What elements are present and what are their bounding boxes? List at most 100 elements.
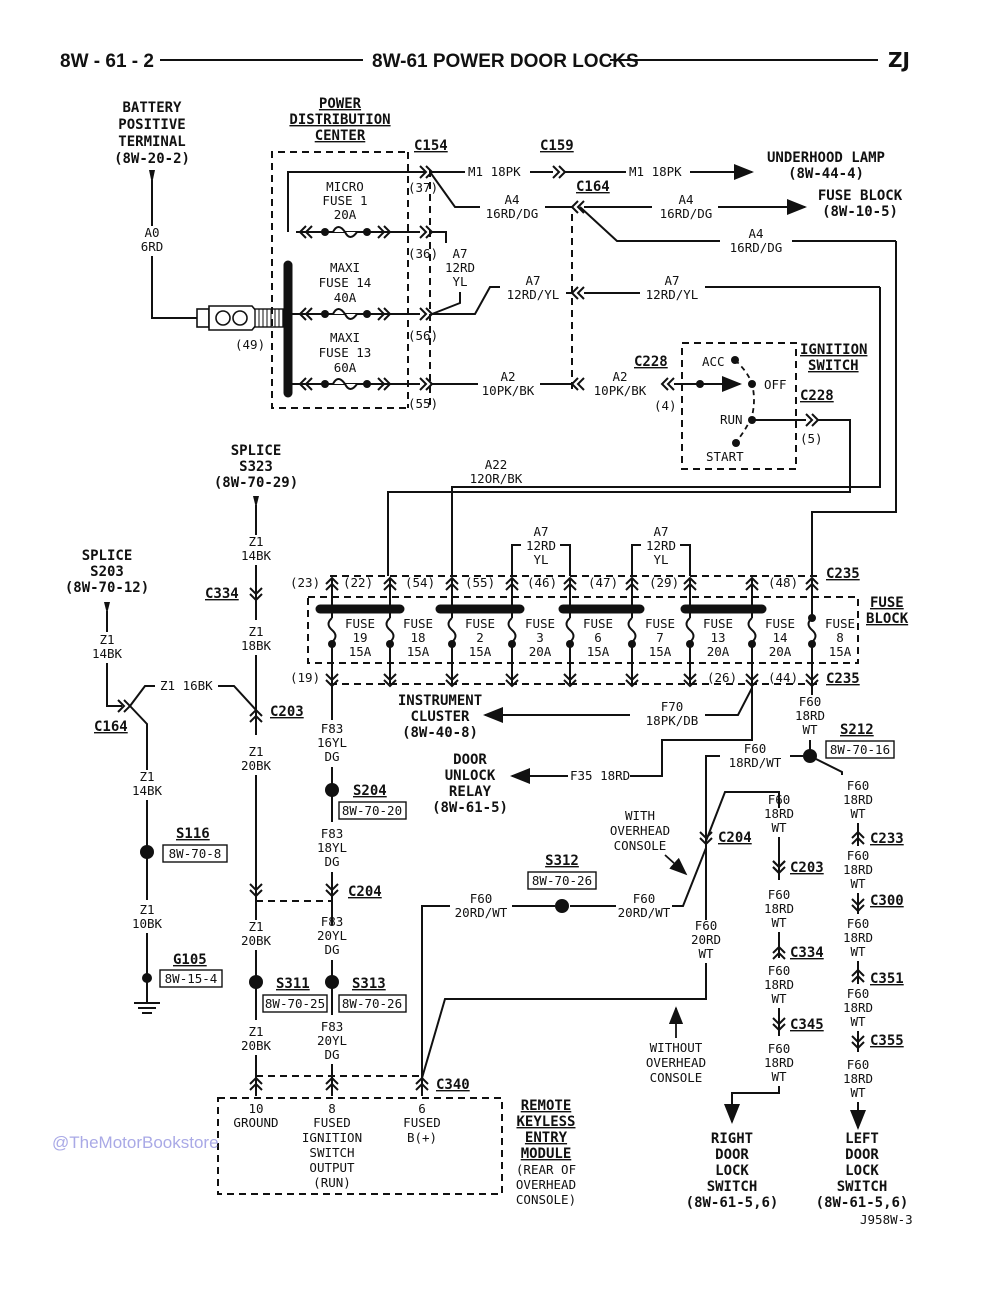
wire-label: WT — [850, 876, 866, 891]
connector-c154: C154 — [414, 138, 448, 154]
module-note: (REAR OF — [516, 1162, 576, 1177]
wire-label: A7 — [525, 273, 540, 288]
ignition-switch: IGNITION SWITCH ACC OFF RUN START C228 (… — [387, 342, 867, 576]
fuse-element-icon — [565, 617, 575, 643]
wire-label: 18RD — [843, 930, 873, 945]
wire-label: A7 — [653, 524, 668, 539]
battery-label: BATTERY — [122, 100, 182, 116]
wire-label: F83 — [321, 721, 344, 736]
cavity-number: (22) — [343, 575, 373, 590]
connector-c334: C334 — [790, 945, 824, 961]
connector-c233: C233 — [870, 831, 904, 847]
destination-label: LOCK — [715, 1163, 749, 1179]
ignition-label: SWITCH — [808, 358, 859, 374]
wire-label: 18RD — [764, 806, 794, 821]
wire-label: YL — [533, 552, 548, 567]
fuse-rating: 20A — [707, 644, 730, 659]
module-label: REMOTE — [521, 1098, 572, 1114]
note-with-overhead-console: WITH OVERHEAD CONSOLE — [610, 808, 688, 876]
fuse-number: 8 — [836, 630, 844, 645]
wire-label: 18BK — [241, 638, 272, 653]
wire-label: A4 — [748, 226, 763, 241]
connector-c235: C235 — [826, 566, 860, 582]
module-label: KEYLESS — [516, 1114, 575, 1130]
wire-label: Z1 — [248, 1024, 263, 1039]
connector-c351: C351 — [870, 971, 904, 987]
wire-label: DG — [324, 942, 339, 957]
wire-label: F83 — [321, 1019, 344, 1034]
wire-label: 18YL — [317, 840, 347, 855]
wire-label: F60 — [470, 891, 493, 906]
wire-label: 18RD — [795, 708, 825, 723]
splice-ref: (8W-70-12) — [65, 580, 149, 596]
connector-c203: C203 — [270, 704, 304, 720]
fuse-label: FUSE — [645, 616, 675, 631]
left-door-lock-switch: LEFT DOOR LOCK SWITCH (8W-61-5,6) — [816, 1131, 909, 1211]
wire-label: F60 — [847, 916, 870, 931]
wire-label: F60 — [799, 694, 822, 709]
wire-label: 18RD — [764, 1055, 794, 1070]
switch-position: START — [706, 449, 744, 464]
connector-c203: C203 — [790, 860, 824, 876]
connector-chevron-icon — [383, 673, 397, 688]
splice-s204-dot — [325, 783, 339, 797]
cavity-number: (48) — [768, 575, 798, 590]
wire-label: Z1 — [139, 769, 154, 784]
destination-ref: (8W-61-5,6) — [686, 1195, 779, 1211]
wire-label: 18RD — [843, 1071, 873, 1086]
wire-label: 20YL — [317, 928, 347, 943]
cavity-number: (23) — [290, 575, 320, 590]
fuse-block: FUSE BLOCK C235 C235 (23) (22) (54) (55)… — [290, 566, 909, 687]
wire-label: DG — [324, 749, 339, 764]
splice-id: S116 — [176, 826, 210, 842]
wire-label: 20RD/WT — [618, 905, 671, 920]
pin-label: SWITCH — [309, 1145, 354, 1160]
destination-label: RELAY — [449, 784, 492, 800]
splice-s203: SPLICE S203 (8W-70-12) Z1 14BK C164 Z1 1… — [65, 548, 228, 1014]
splice-s212-dot — [803, 749, 817, 763]
splice-ref: (8W-70-29) — [214, 475, 298, 491]
wire-f60: F60 18RD WT S212 8W-70-16 F60 18RD/WT F6… — [421, 684, 904, 1130]
fuse-label: 40A — [334, 290, 357, 305]
page-header: 8W - 61 - 2 8W-61 POWER DOOR LOCKS ZJ — [60, 48, 910, 72]
wire-label: 14BK — [241, 548, 272, 563]
wire-label: WT — [850, 806, 866, 821]
wire-label: 12RD/YL — [646, 287, 699, 302]
wire-label: 18RD — [764, 977, 794, 992]
wire-label: YL — [452, 274, 467, 289]
wire-label: YL — [653, 552, 668, 567]
fuse-symbol-icon — [288, 307, 420, 321]
wire-label: 16RD/DG — [486, 206, 539, 221]
wire-label: WT — [850, 1085, 866, 1100]
splice-ref: 8W-70-25 — [265, 996, 325, 1011]
connector-c300: C300 — [870, 893, 904, 909]
note-text: CONSOLE — [650, 1070, 703, 1085]
wire-label: 14BK — [92, 646, 123, 661]
connector-c355: C355 — [870, 1033, 904, 1049]
right-door-lock-switch: RIGHT DOOR LOCK SWITCH (8W-61-5,6) — [686, 1131, 779, 1211]
splice-ref: 8W-70-8 — [169, 846, 222, 861]
fuse-rating: 15A — [649, 644, 672, 659]
pin-number: 6 — [418, 1101, 426, 1116]
cavity-number: (26) — [707, 670, 737, 685]
wire-label: 18RD — [843, 862, 873, 877]
fuse-label: FUSE 1 — [322, 193, 367, 208]
page-title: 8W-61 POWER DOOR LOCKS — [372, 51, 639, 72]
wire-label: WT — [771, 1069, 787, 1084]
wire-a7: A7 12RD YL A7 12RD/YL A7 12RD/YL — [431, 231, 881, 576]
fuse-element-icon — [327, 617, 337, 643]
cavity-number: (47) — [588, 575, 618, 590]
fuse-rating: 20A — [529, 644, 552, 659]
note-text: OVERHEAD — [610, 823, 670, 838]
destination-label: RIGHT — [711, 1131, 753, 1147]
destination-ref: (8W-10-5) — [822, 204, 898, 220]
destination-label: LOCK — [845, 1163, 879, 1179]
destination-ref: (8W-61-5,6) — [816, 1195, 909, 1211]
pin-label: OUTPUT — [309, 1160, 355, 1175]
wire-label: WT — [771, 991, 787, 1006]
fuse-number: 7 — [656, 630, 664, 645]
destination-label: SWITCH — [707, 1179, 758, 1195]
